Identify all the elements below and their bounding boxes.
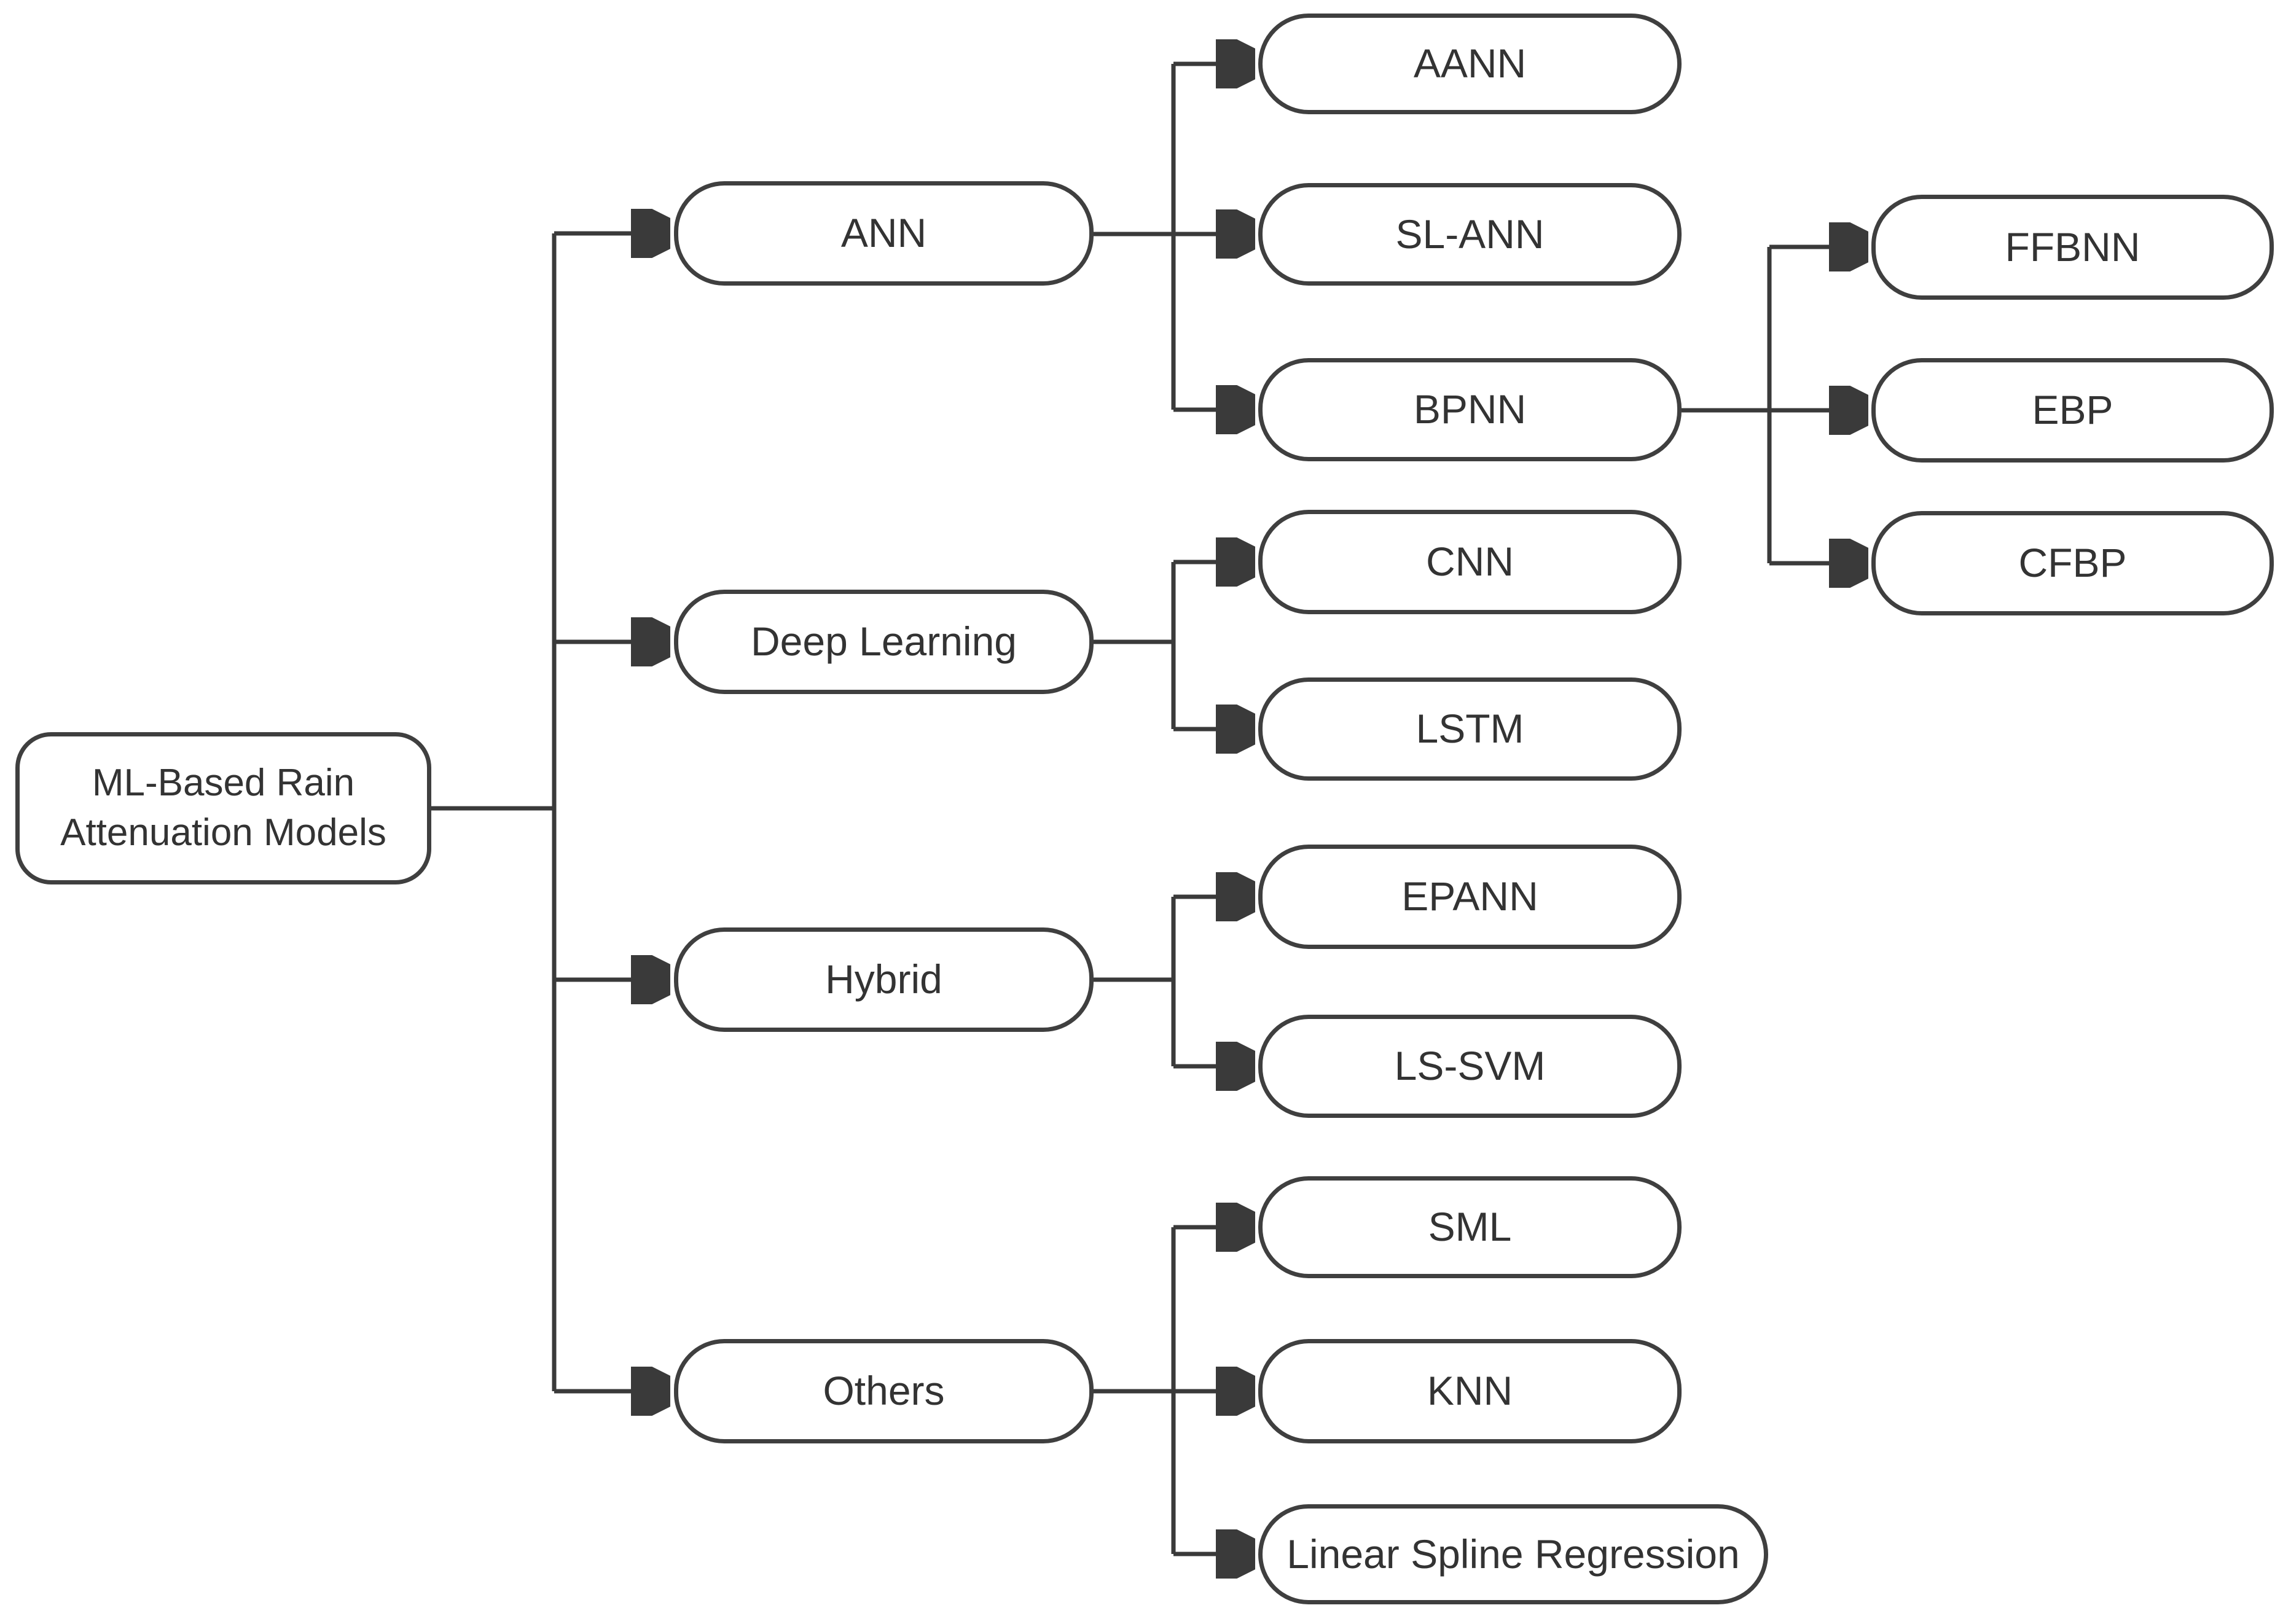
node-bpnn: BPNN — [1258, 358, 1682, 461]
node-ebp: EBP — [1871, 358, 2274, 463]
node-sml: SML — [1258, 1176, 1682, 1278]
node-knn: KNN — [1258, 1339, 1682, 1443]
node-linear-spline-regression: Linear Spline Regression — [1258, 1504, 1768, 1604]
node-cnn: CNN — [1258, 510, 1682, 614]
node-cfbp: CFBP — [1871, 511, 2274, 615]
node-root: ML-Based Rain Attenuation Models — [15, 732, 431, 884]
node-ls-svm: LS-SVM — [1258, 1015, 1682, 1118]
node-hybrid: Hybrid — [674, 927, 1094, 1032]
node-aann: AANN — [1258, 14, 1682, 114]
node-lstm: LSTM — [1258, 677, 1682, 781]
node-epann: EPANN — [1258, 845, 1682, 949]
node-others: Others — [674, 1339, 1094, 1443]
node-ann: ANN — [674, 181, 1094, 286]
node-ffbnn: FFBNN — [1871, 195, 2274, 300]
node-deep-learning: Deep Learning — [674, 590, 1094, 694]
node-sl-ann: SL-ANN — [1258, 183, 1682, 286]
